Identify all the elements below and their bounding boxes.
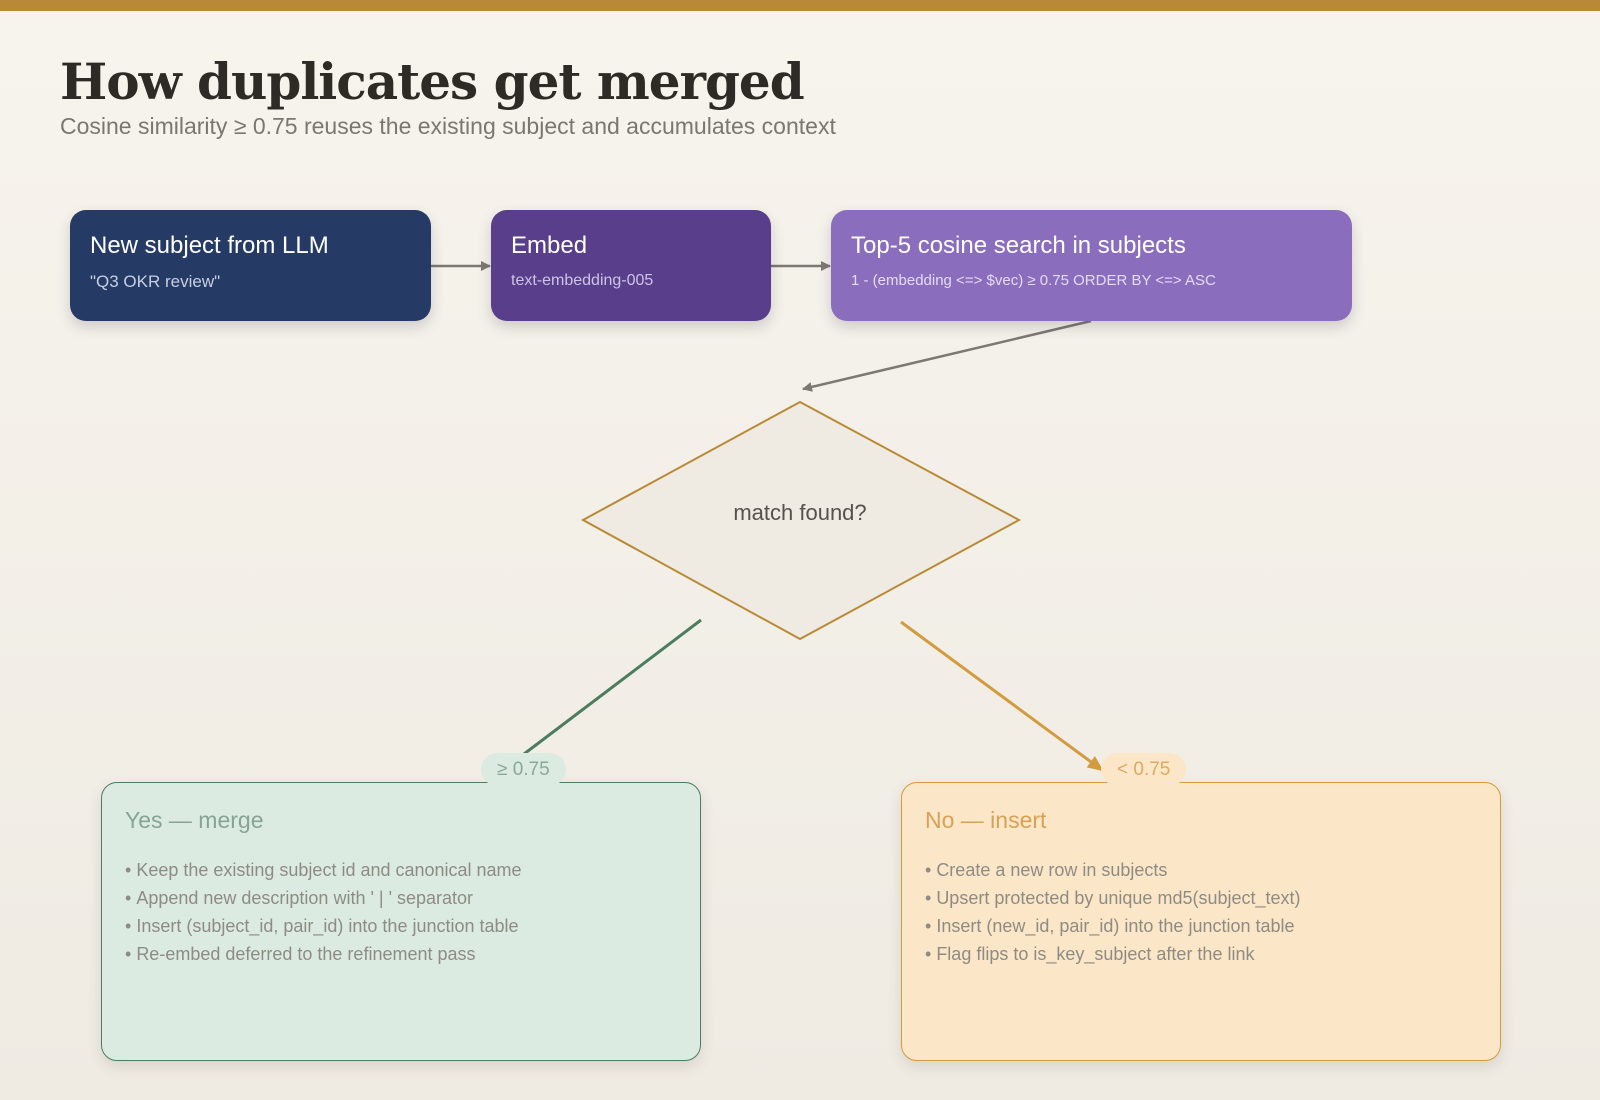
outcome-list: Create a new row in subjects Upsert prot… [925,856,1477,968]
threshold-badge-no: < 0.75 [1101,753,1187,786]
page-title: How duplicates get merged [60,52,805,111]
list-item: Flag flips to is_key_subject after the l… [925,940,1477,968]
node-title: New subject from LLM [90,232,329,259]
merge-outcome-card: Yes — merge Keep the existing subject id… [101,782,701,1061]
decision-diamond [580,400,1022,641]
connector-yes [523,618,702,756]
outcome-list: Keep the existing subject id and canonic… [125,856,677,968]
page-subtitle: Cosine similarity ≥ 0.75 reuses the exis… [60,113,836,139]
list-item: Append new description with ' | ' separa… [125,884,677,912]
list-item: Insert (new_id, pair_id) into the juncti… [925,912,1477,940]
list-item: Upsert protected by unique md5(subject_t… [925,884,1477,912]
accent-top-bar [0,0,1600,11]
insert-outcome-card: No — insert Create a new row in subjects… [901,782,1501,1061]
decision-label: match found? [733,500,867,525]
node-detail: text-embedding-005 [511,272,654,289]
cosine-search-node: Top-5 cosine search in subjects 1 - (emb… [831,210,1352,321]
new-subject-node: New subject from LLM "Q3 OKR review" [70,210,431,321]
list-item: Insert (subject_id, pair_id) into the ju… [125,912,677,940]
list-item: Create a new row in subjects [925,856,1477,884]
threshold-badge-yes: ≥ 0.75 [481,753,566,786]
node-title: Embed [511,232,588,259]
arrow-search-to-decision [802,319,1092,392]
list-item: Re-embed deferred to the refinement pass [125,940,677,968]
outcome-title: Yes — merge [125,807,264,833]
arrow-no [900,620,1104,772]
node-detail: 1 - (embedding <=> $vec) ≥ 0.75 ORDER BY… [851,272,1216,289]
embed-node: Embed text-embedding-005 [491,210,771,321]
list-item: Keep the existing subject id and canonic… [125,856,677,884]
outcome-title: No — insert [925,807,1047,833]
node-detail: "Q3 OKR review" [90,272,221,291]
node-title: Top-5 cosine search in subjects [851,232,1186,259]
